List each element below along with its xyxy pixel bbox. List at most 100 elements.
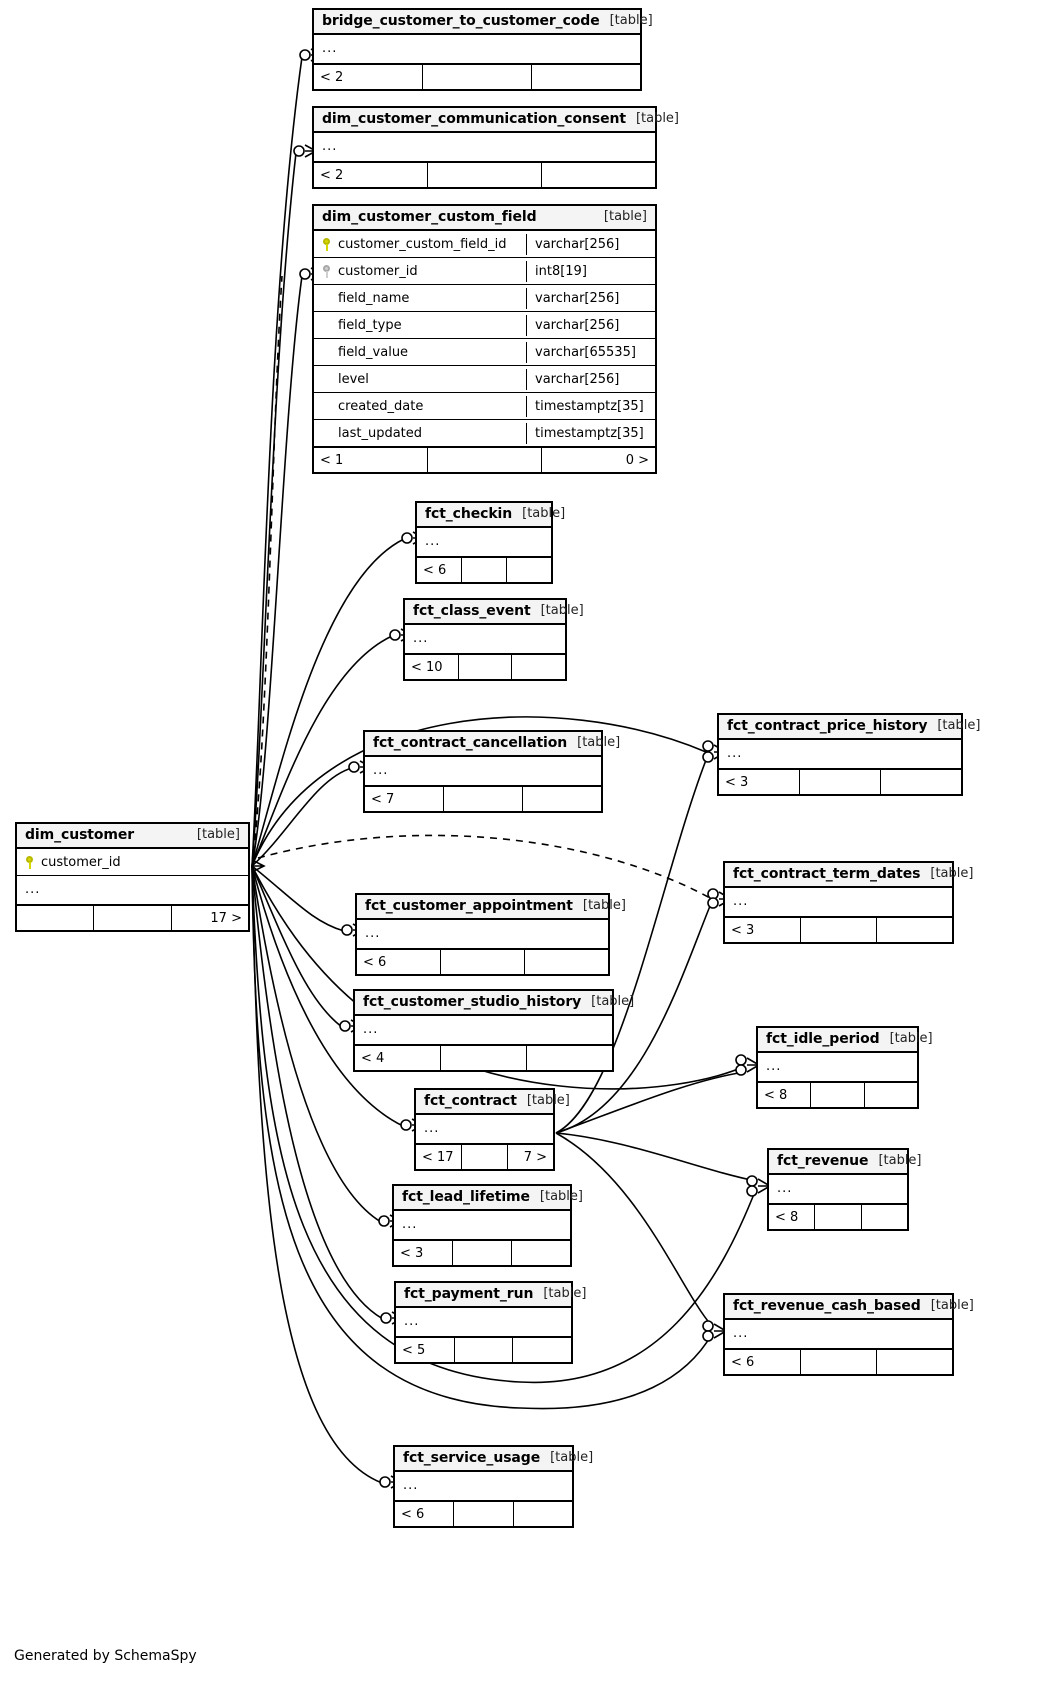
table-fct_revenue_cash_based[interactable]: fct_revenue_cash_based [table] ... < 6 <box>723 1293 974 1377</box>
footer-left <box>17 906 95 931</box>
table-footer: < 1 0 > <box>314 446 655 473</box>
table-footer: < 6 <box>725 1348 952 1375</box>
table-footer: < 3 <box>719 768 961 795</box>
column-name: field_type <box>338 317 402 333</box>
footer-left: < 8 <box>758 1083 812 1108</box>
table-footer: < 3 <box>725 916 952 943</box>
table-fct_customer_studio_history[interactable]: fct_customer_studio_history [table] ... … <box>353 989 634 1073</box>
collapsed-columns-ellipsis: ... <box>413 630 429 646</box>
footer-right <box>877 918 952 942</box>
table-header: fct_checkin [table] <box>417 503 565 529</box>
column-row[interactable]: customer_id <box>17 849 248 875</box>
table-fct_checkin[interactable]: fct_checkin [table] ... < 6 <box>415 501 565 585</box>
footer-right <box>527 1046 612 1070</box>
table-fct_lead_lifetime[interactable]: fct_lead_lifetime [table] ... < 3 <box>392 1184 583 1268</box>
edge-fct_contract-fct_idle_period <box>555 1071 746 1134</box>
table-footer: < 6 <box>395 1500 572 1527</box>
column-type: varchar[65535] <box>526 341 655 363</box>
no-key-icon <box>322 400 331 413</box>
footer-left: < 3 <box>725 918 801 943</box>
column-type: varchar[256] <box>526 314 655 336</box>
collapsed-columns-ellipsis: ... <box>365 925 381 941</box>
table-footer: < 2 <box>314 63 640 90</box>
collapsed-columns-ellipsis: ... <box>322 40 338 56</box>
column-row[interactable]: last_updated timestamptz[35] <box>314 420 655 446</box>
footer-right <box>532 65 640 89</box>
table-header: fct_customer_studio_history [table] <box>355 991 634 1017</box>
table-title: fct_contract_term_dates <box>733 866 921 882</box>
footer-right <box>523 787 601 811</box>
column-type: varchar[256] <box>526 287 655 309</box>
table-header: fct_class_event [table] <box>405 600 584 626</box>
column-name: level <box>338 371 369 387</box>
column-row[interactable]: field_name varchar[256] <box>314 285 655 313</box>
foreign-key-icon <box>322 264 331 278</box>
column-row[interactable]: customer_id int8[19] <box>314 258 655 286</box>
table-header: fct_contract_price_history [table] <box>719 715 980 741</box>
edge-dim_customer-fct_checkin <box>251 538 405 867</box>
footer-mid <box>462 1145 508 1170</box>
column-row[interactable]: field_value varchar[65535] <box>314 339 655 367</box>
table-type-label: [table] <box>522 505 566 521</box>
table-type-label: [table] <box>196 826 240 842</box>
column-name-cell: field_type <box>314 315 526 336</box>
table-dim_customer_custom_field[interactable]: dim_customer_custom_field [table] custom… <box>312 204 657 475</box>
table-fct_customer_appointment[interactable]: fct_customer_appointment [table] ... < 6 <box>355 893 626 977</box>
table-fct_revenue[interactable]: fct_revenue [table] ... < 8 <box>767 1148 922 1232</box>
table-fct_service_usage[interactable]: fct_service_usage [table] ... < 6 <box>393 1445 593 1529</box>
table-title: bridge_customer_to_customer_code <box>322 13 600 29</box>
table-type-label: [table] <box>577 734 621 750</box>
collapsed-columns-ellipsis: ... <box>777 1180 793 1196</box>
footer-left: < 2 <box>314 163 428 188</box>
primary-key-icon <box>322 237 331 251</box>
table-footer: < 5 <box>396 1336 571 1363</box>
table-type-label: [table] <box>540 602 584 618</box>
table-bridge_customer_to_customer_code[interactable]: bridge_customer_to_customer_code [table]… <box>312 8 653 92</box>
table-fct_contract_term_dates[interactable]: fct_contract_term_dates [table] ... < 3 <box>723 861 973 945</box>
footer-right <box>512 1241 570 1265</box>
footer-left: < 10 <box>405 655 459 680</box>
column-name-cell: field_name <box>314 288 526 309</box>
table-type-label: [table] <box>603 208 647 224</box>
column-name-cell: last_updated <box>314 423 526 444</box>
table-header: dim_customer_communication_consent [tabl… <box>314 108 679 134</box>
table-fct_contract_cancellation[interactable]: fct_contract_cancellation [table] ... < … <box>363 730 620 814</box>
footer-mid <box>459 655 513 680</box>
table-dim_customer_communication_consent[interactable]: dim_customer_communication_consent [tabl… <box>312 106 679 190</box>
column-row[interactable]: field_type varchar[256] <box>314 312 655 340</box>
collapsed-columns-ellipsis: ... <box>424 1120 440 1136</box>
column-type: timestamptz[35] <box>526 395 655 417</box>
column-name: customer_id <box>41 854 121 870</box>
column-row[interactable]: created_date timestamptz[35] <box>314 393 655 421</box>
collapsed-columns-ellipsis: ... <box>425 533 441 549</box>
collapsed-columns-ellipsis: ... <box>363 1021 379 1037</box>
footer-mid <box>428 448 542 473</box>
collapsed-columns-ellipsis: ... <box>403 1477 419 1493</box>
table-fct_contract_price_history[interactable]: fct_contract_price_history [table] ... <… <box>717 713 980 797</box>
footer-right <box>514 1502 572 1526</box>
footer-left: < 4 <box>355 1046 441 1071</box>
table-fct_class_event[interactable]: fct_class_event [table] ... < 10 <box>403 598 584 682</box>
column-name-cell: field_value <box>314 342 526 363</box>
table-title: fct_contract <box>424 1093 517 1109</box>
footer-right <box>525 950 608 974</box>
footer-mid <box>441 1046 527 1071</box>
collapsed-columns-ellipsis: ... <box>322 138 338 154</box>
table-header: fct_lead_lifetime [table] <box>394 1186 583 1212</box>
table-fct_contract[interactable]: fct_contract [table] ... < 17 7 > <box>414 1088 570 1172</box>
footer-right: 7 > <box>523 1149 547 1165</box>
column-name-cell: customer_id <box>314 261 526 282</box>
table-type-label: [table] <box>539 1188 583 1204</box>
table-type-label: [table] <box>878 1152 922 1168</box>
table-title: fct_payment_run <box>404 1286 534 1302</box>
table-fct_payment_run[interactable]: fct_payment_run [table] ... < 5 <box>394 1281 586 1365</box>
edge-dim_customer-dim_customer_communication_consent <box>251 152 297 867</box>
generated-by-credit: Generated by SchemaSpy <box>14 1648 197 1664</box>
table-fct_idle_period[interactable]: fct_idle_period [table] ... < 8 <box>756 1026 933 1110</box>
table-header: fct_service_usage [table] <box>395 1447 593 1473</box>
column-row[interactable]: customer_custom_field_id varchar[256] <box>314 231 655 259</box>
column-row[interactable]: level varchar[256] <box>314 366 655 394</box>
table-dim_customer[interactable]: dim_customer [table] customer_id ... 17 … <box>15 822 250 933</box>
footer-left: < 17 <box>416 1145 462 1170</box>
table-header: fct_contract [table] <box>416 1090 570 1116</box>
